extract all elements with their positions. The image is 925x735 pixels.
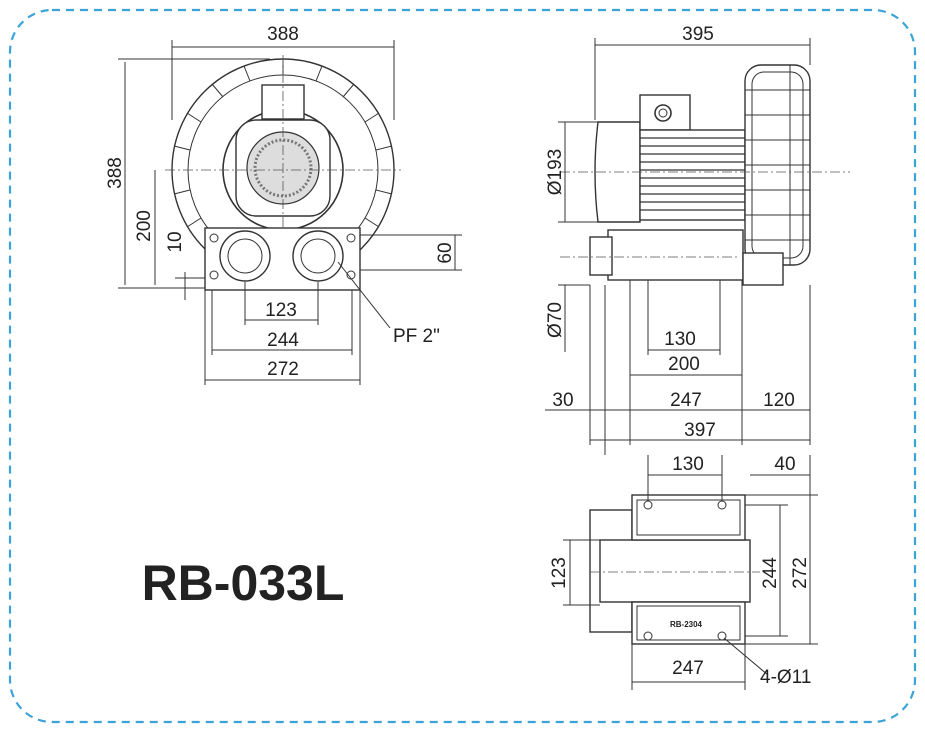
side-base-inner-label: 200 [668, 354, 700, 375]
bottom-base-length-label: 247 [672, 658, 704, 679]
model-title: RB-033L [142, 555, 345, 611]
center-height-label: 200 [134, 210, 155, 242]
foot-spacing-label: 130 [664, 329, 696, 350]
port-spacing-label: 123 [265, 300, 297, 321]
flange-height-label: 60 [435, 242, 456, 263]
bottom-inner-width-label: 244 [760, 557, 781, 589]
side-view: 395 Ø193 Ø70 130 200 30 247 120 397 [545, 24, 850, 455]
side-base-length-label: 247 [670, 390, 702, 411]
bottom-view: RB-2304 130 40 123 244 272 247 4-Ø11 [549, 454, 818, 690]
hole-spacing-label: 130 [672, 454, 704, 475]
front-view: 388 388 200 10 60 123 244 272 PF 2" [105, 24, 462, 385]
edge-offset-label: 40 [774, 454, 795, 475]
nameplate-label: RB-2304 [670, 620, 703, 629]
base-outer-label: 272 [267, 359, 299, 380]
dashed-border [8, 8, 917, 724]
overall-length-label: 397 [684, 420, 716, 441]
base-inner-label: 244 [267, 330, 299, 351]
bottom-port-spacing-label: 123 [549, 557, 570, 589]
port-thread-label: PF 2" [393, 326, 440, 347]
side-top-length-label: 395 [682, 24, 714, 45]
front-height-label: 388 [105, 157, 126, 189]
bottom-outer-width-label: 272 [790, 557, 811, 589]
mounting-holes-label: 4-Ø11 [760, 667, 811, 688]
motor-diameter-label: Ø193 [545, 149, 566, 195]
right-offset-label: 120 [763, 390, 795, 411]
left-offset-label: 30 [552, 390, 573, 411]
base-offset-label: 10 [165, 231, 186, 252]
port-diameter-label: Ø70 [545, 302, 566, 338]
front-width-label: 388 [267, 24, 299, 45]
